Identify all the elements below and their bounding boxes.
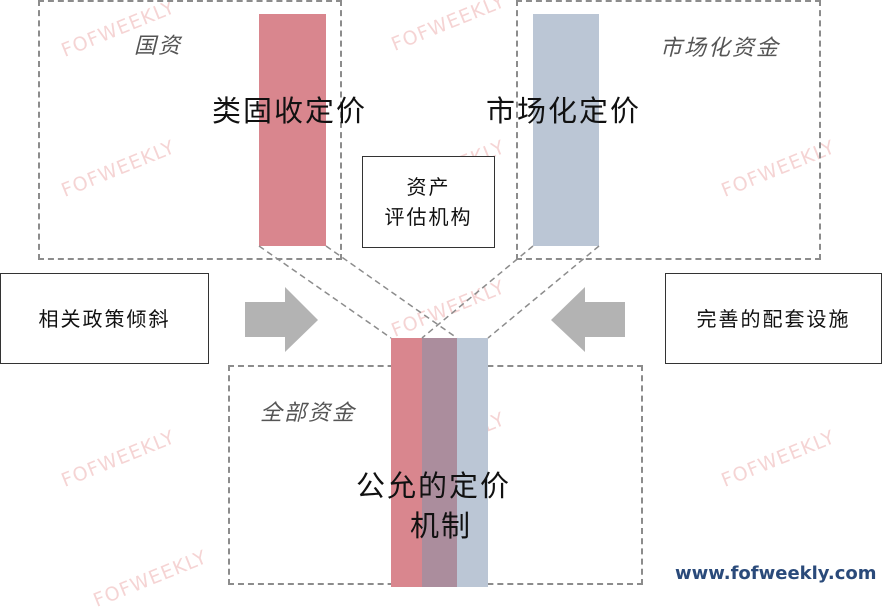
combined-bar-state	[391, 338, 422, 587]
right-arrow-icon	[245, 287, 318, 352]
left-arrow-icon	[551, 287, 625, 352]
state-capital-region	[38, 0, 342, 260]
site-url: www.fofweekly.com	[675, 563, 877, 584]
supporting-facilities-label: 完善的配套设施	[696, 306, 851, 331]
market-capital-region	[516, 0, 821, 260]
fair-pricing-line2: 机制	[410, 509, 473, 543]
combined-bar-blend	[422, 338, 457, 587]
quasi-fixed-income-pricing: 类固收定价	[212, 94, 368, 128]
valuation-agency-box: 资产 评估机构	[362, 156, 495, 248]
combined-bar-market	[457, 338, 488, 587]
market-pricing: 市场化定价	[486, 94, 642, 128]
connector-lines	[245, 245, 625, 352]
state-capital-bar	[259, 14, 326, 246]
all-capital-label: 全部资金	[260, 401, 357, 426]
policy-support-box: 相关政策倾斜	[0, 273, 209, 364]
valuation-agency-line1: 资产	[406, 175, 451, 199]
market-capital-bar	[533, 14, 599, 246]
policy-support-label: 相关政策倾斜	[38, 306, 171, 331]
fair-pricing-line1: 公允的定价	[356, 469, 512, 503]
valuation-agency-line2: 评估机构	[384, 205, 473, 229]
state-capital-label: 国资	[134, 34, 183, 59]
market-capital-label: 市场化资金	[660, 36, 781, 61]
supporting-facilities-box: 完善的配套设施	[665, 273, 882, 364]
